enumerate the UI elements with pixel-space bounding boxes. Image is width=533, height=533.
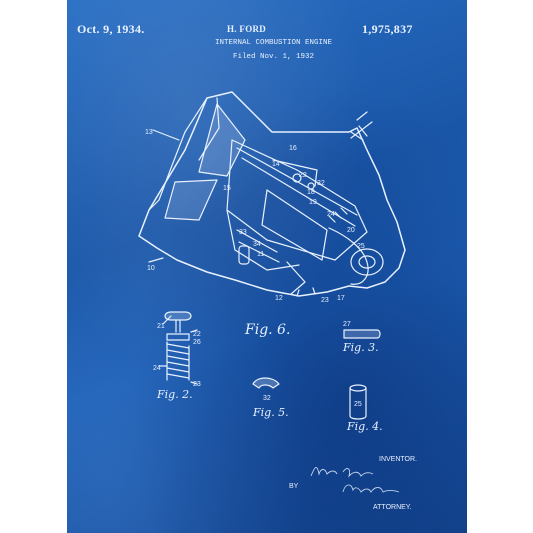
reference-numerals: 13 16 14 22 32 18 15 19 24 20 25 33 34 1… [145,129,365,408]
svg-text:34: 34 [253,241,261,248]
inventor-name: H. FORD [227,24,267,34]
svg-text:32: 32 [317,180,325,187]
patent-drawing: 13 16 14 22 32 18 15 19 24 20 25 33 34 1… [138,91,406,420]
svg-text:17: 17 [337,295,345,302]
svg-text:15: 15 [223,185,231,192]
svg-text:23: 23 [321,297,329,304]
svg-text:26: 26 [193,339,201,346]
svg-text:20: 20 [347,227,355,234]
svg-text:32: 32 [263,395,271,402]
fig4-label: Fig. 4. [347,420,383,433]
fig2-valve-spring [164,311,192,381]
svg-text:22: 22 [299,172,307,179]
svg-text:24: 24 [153,365,161,372]
svg-text:10: 10 [147,265,155,272]
fig5-label: Fig. 5. [253,406,289,419]
fig2-label: Fig. 2. [157,388,193,401]
svg-text:18: 18 [307,189,315,196]
by-label: BY [289,483,299,490]
svg-text:13: 13 [145,129,153,136]
filed-date: Filed Nov. 1, 1932 [233,53,315,61]
patent-title: INTERNAL COMBUSTION ENGINE [215,39,333,47]
svg-text:23: 23 [193,381,201,388]
svg-text:12: 12 [275,295,283,302]
inventor-label: INVENTOR. [379,456,417,463]
svg-text:25: 25 [354,401,362,408]
svg-text:11: 11 [257,251,264,258]
svg-text:33: 33 [239,229,247,236]
svg-text:27: 27 [343,321,351,328]
fig3-label: Fig. 3. [343,341,379,354]
patent-date: Oct. 9, 1934. [77,22,145,36]
svg-text:25: 25 [357,243,365,250]
blueprint-sheet: Oct. 9, 1934. H. FORD 1,975,837 INTERNAL… [67,0,467,533]
fig6-label: Fig. 6. [245,322,291,338]
attorney-label: ATTORNEY. [373,504,412,511]
svg-text:19: 19 [309,199,317,206]
fig5-ring [252,377,280,389]
attorney-signature [342,484,400,493]
svg-text:22: 22 [193,331,201,338]
engine-cutaway [138,91,406,297]
inventor-signature [310,467,374,478]
fig3-clip [343,329,381,339]
svg-text:24: 24 [327,211,335,218]
svg-text:21: 21 [157,323,165,330]
svg-text:16: 16 [289,145,297,152]
svg-text:14: 14 [272,161,280,168]
fig4-bushing [349,384,367,420]
patent-number: 1,975,837 [362,22,413,36]
